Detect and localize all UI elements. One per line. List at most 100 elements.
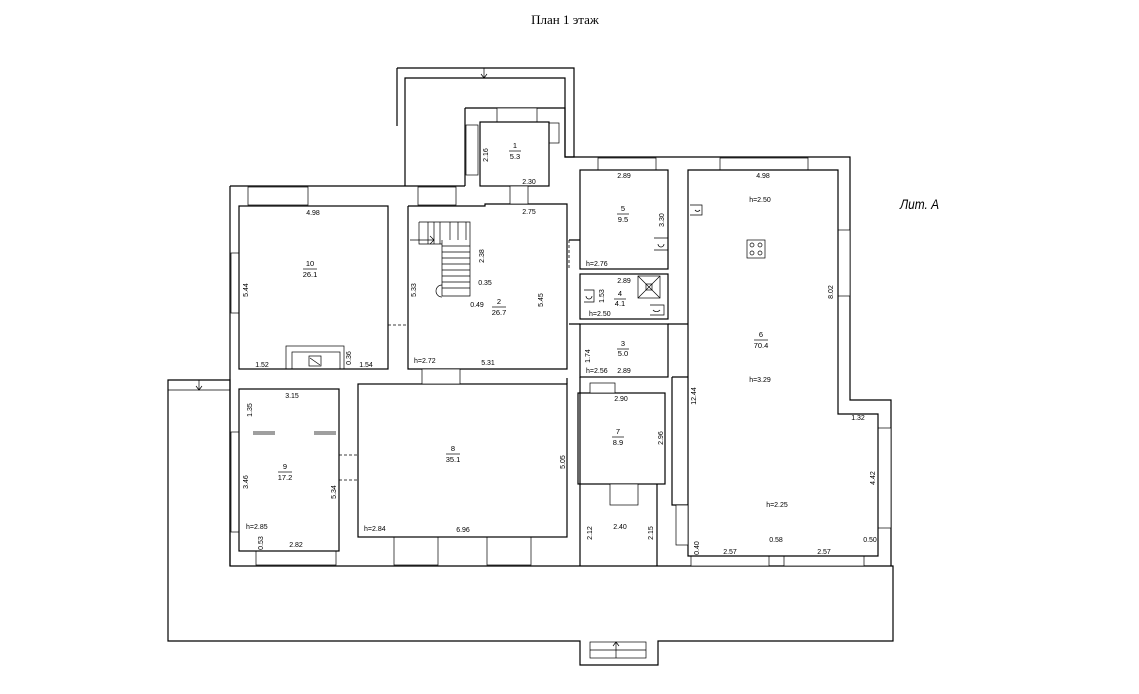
door-r2-r8: [421, 368, 461, 385]
svg-text:8.9: 8.9: [613, 438, 623, 447]
dim-r10-bl: 1.52: [255, 362, 269, 369]
stair-curve: [435, 284, 443, 298]
dim-r10-br: 1.54: [359, 362, 373, 369]
height-r4: h=2.50: [589, 311, 611, 318]
height-r8: h=2.84: [364, 526, 386, 533]
dim-r2-b: 0.49: [470, 302, 484, 309]
dim-r3-left: 1.74: [585, 349, 592, 363]
height-r3: h=2.56: [586, 368, 608, 375]
entry-arrow: [195, 380, 203, 391]
sink-r5-icon: [654, 237, 669, 251]
porch-arrow: [590, 641, 646, 658]
dim-r6-b2: 2.57: [723, 549, 737, 556]
svg-text:9.5: 9.5: [618, 215, 628, 224]
room-1-label: 1 5.3: [509, 141, 521, 161]
dim-r6-step: 1.32: [851, 415, 865, 422]
svg-text:8: 8: [451, 444, 455, 453]
dim-r6-b3: 0.58: [769, 537, 783, 544]
window-r2-top: [417, 186, 457, 206]
dim-r2-top: 2.75: [522, 209, 536, 216]
outer-wall-right: [598, 156, 892, 566]
window-vestibule-top: [496, 107, 538, 123]
window-vestibule: [465, 124, 479, 176]
fireplace-inner: [291, 351, 341, 370]
window-r8-bot-right: [486, 536, 532, 566]
liter-label: Лит. А: [900, 196, 940, 212]
dim-r6-right: 8.02: [828, 285, 835, 299]
svg-text:9: 9: [283, 462, 287, 471]
sink-r6-icon: [690, 204, 703, 216]
window-r10-left: [230, 252, 240, 314]
room-8-outline: [357, 383, 568, 538]
dim-corr-right: 2.15: [648, 526, 655, 540]
plan-title: План 1 этаж: [531, 12, 599, 27]
height-r6-top: h=2.50: [749, 197, 771, 204]
dim-r3-bot: 2.89: [617, 368, 631, 375]
window-r8-bot-left: [393, 536, 439, 566]
outer-wall: [229, 185, 465, 566]
staircase: [418, 221, 471, 297]
dim-r5-right: 3.30: [659, 213, 666, 227]
terrace-outline: [167, 379, 894, 666]
room-10-label: 10 26.1: [303, 259, 318, 279]
room-9-outline: [238, 388, 340, 552]
fireplace: [285, 345, 345, 370]
dim-r7-top: 2.90: [614, 396, 628, 403]
dim-r9-tl: 1.35: [247, 403, 254, 417]
shower-icon: [637, 275, 661, 299]
room-9-label: 9 17.2: [278, 462, 293, 482]
toilet-icon: [650, 304, 665, 316]
svg-text:70.4: 70.4: [754, 341, 769, 350]
svg-text:6: 6: [759, 330, 763, 339]
room-10-outline: [238, 205, 389, 370]
svg-text:5.3: 5.3: [510, 152, 520, 161]
door-r1-r2: [509, 185, 529, 205]
svg-text:1: 1: [513, 141, 517, 150]
room-6-outline: [687, 169, 879, 557]
svg-text:10: 10: [306, 259, 314, 268]
dim-r10-top: 4.98: [306, 210, 320, 217]
window-r9-bot: [255, 550, 337, 566]
dim-r10-left: 5.44: [243, 283, 250, 297]
dim-r6-b5: 0.50: [863, 537, 877, 544]
dim-r2-a: 0.35: [478, 280, 492, 287]
dim-r6-b1: 0.40: [694, 541, 701, 555]
svg-text:35.1: 35.1: [446, 455, 461, 464]
dim-r8-left: 5.34: [331, 485, 338, 499]
sink-r4-icon: [584, 289, 595, 303]
dim-r1-left: 2.16: [483, 148, 490, 162]
entrance-porch: [396, 67, 575, 186]
room-7-label: 7 8.9: [612, 427, 624, 447]
svg-text:4.1: 4.1: [615, 299, 625, 308]
dim-r2-bot: 5.31: [481, 360, 495, 367]
door-r9-r8: [339, 454, 358, 481]
dim-r10-bm: 0.36: [346, 351, 353, 365]
dim-r9-bot: 2.82: [289, 542, 303, 549]
dim-r9-left: 3.46: [243, 475, 250, 489]
dim-r2-left: 5.33: [411, 283, 418, 297]
stair-arrow: [410, 235, 435, 245]
room-5-outline: [579, 169, 669, 270]
svg-text:26.7: 26.7: [492, 308, 507, 317]
door-r7-top: [589, 382, 616, 394]
fireplace-diag: [309, 357, 321, 366]
room-5-label: 5 9.5: [617, 204, 629, 224]
dim-r8-right: 5.05: [560, 455, 567, 469]
window-r6-bot-left: [690, 555, 770, 567]
dim-r5-top: 2.89: [617, 173, 631, 180]
room-2-label: 2 26.7: [492, 297, 507, 317]
dim-r8-bot: 6.96: [456, 527, 470, 534]
dim-r1-bot: 2.30: [522, 179, 536, 186]
dim-r2-stair: 2.38: [479, 249, 486, 263]
dim-r6-right2: 4.42: [870, 471, 877, 485]
corridor-walls: [579, 376, 688, 566]
room-8-label: 8 35.1: [446, 444, 461, 464]
height-r9: h=2.85: [246, 524, 268, 531]
height-r2: h=2.72: [414, 358, 436, 365]
svg-text:4: 4: [618, 289, 622, 298]
room-6-label: 6 70.4: [754, 330, 769, 350]
dim-r2-right: 5.45: [538, 293, 545, 307]
stove-icon: [746, 239, 766, 259]
fireplace-box: [308, 355, 322, 367]
